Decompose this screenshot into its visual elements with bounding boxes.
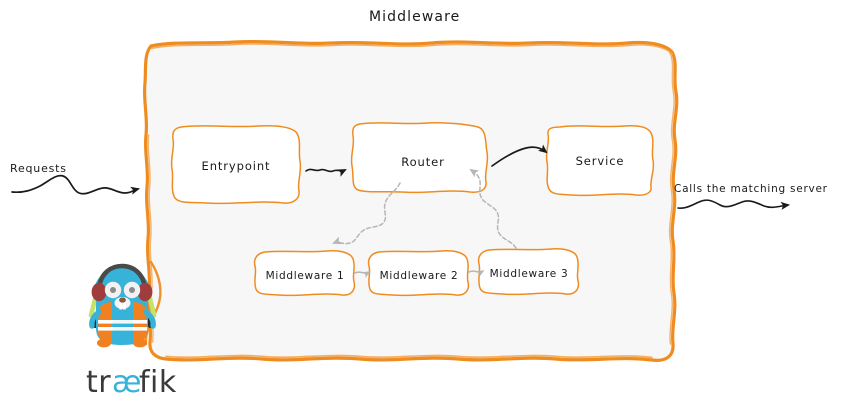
mascot-nose xyxy=(119,297,126,303)
node-middleware-3[interactable]: Middleware 3 xyxy=(477,248,580,296)
headphone-earcup-left-icon xyxy=(91,282,107,302)
traefik-wordmark: tr æ fik xyxy=(86,365,177,400)
node-service[interactable]: Service xyxy=(545,125,655,197)
node-middleware-1[interactable]: Middleware 1 xyxy=(253,250,356,297)
node-entrypoint-label: Entrypoint xyxy=(202,159,271,173)
node-middleware-2-label: Middleware 2 xyxy=(380,270,459,282)
wordmark-suffix: fik xyxy=(139,365,177,400)
mascot-tooth-right xyxy=(123,303,126,310)
node-middleware-3-label: Middleware 3 xyxy=(490,268,569,280)
incoming-requests-annotation: Requests xyxy=(10,162,140,195)
mascot-arm-left xyxy=(89,309,102,329)
node-middleware-1-label: Middleware 1 xyxy=(266,270,345,282)
wordmark-ligature: æ xyxy=(112,365,141,400)
edge-router-to-service xyxy=(491,144,548,167)
headphone-earcup-right-icon xyxy=(137,282,153,302)
mascot-tooth-left xyxy=(119,303,123,310)
headphone-band-icon xyxy=(96,263,148,291)
traefik-logo: tr æ fik xyxy=(86,260,177,400)
node-service-label: Service xyxy=(576,154,625,168)
node-router[interactable]: Router xyxy=(350,122,489,194)
edge-middleware-1-to-2 xyxy=(354,271,371,278)
edge-middleware-3-to-router xyxy=(469,168,517,249)
edge-router-to-middleware-1 xyxy=(332,182,401,245)
diagram-title: Middleware xyxy=(369,9,460,25)
wordmark-prefix: tr xyxy=(86,365,111,400)
mascot-snout xyxy=(114,297,131,309)
outgoing-server-annotation: Calls the matching server xyxy=(674,183,828,210)
mascot-arm-right xyxy=(143,309,156,329)
node-middleware-2[interactable]: Middleware 2 xyxy=(367,250,470,297)
edge-middleware-2-to-3 xyxy=(468,270,485,277)
edge-entrypoint-to-router xyxy=(305,168,347,177)
calls-server-arrow xyxy=(677,199,790,210)
node-entrypoint[interactable]: Entrypoint xyxy=(170,124,302,205)
calls-server-label: Calls the matching server xyxy=(674,183,828,195)
requests-label: Requests xyxy=(10,162,67,175)
requests-arrow xyxy=(11,174,140,195)
node-router-label: Router xyxy=(401,155,445,169)
